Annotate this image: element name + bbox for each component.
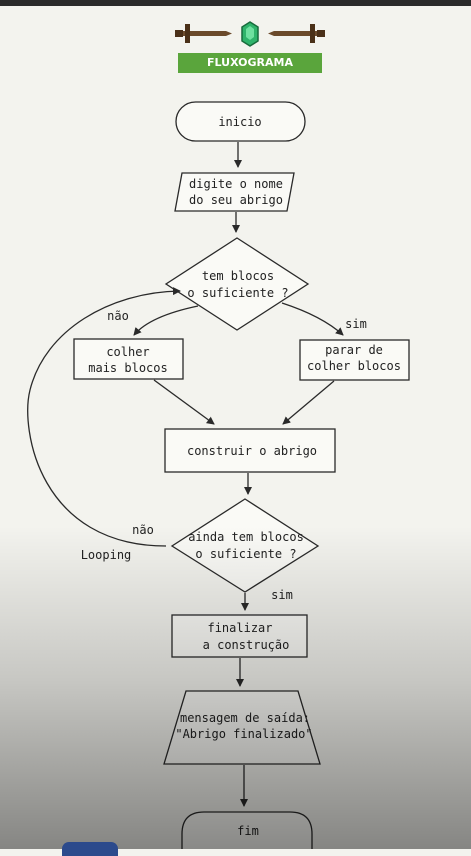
- no-label-2: não: [132, 523, 154, 537]
- input-label-2: do seu abrigo: [189, 193, 283, 207]
- input-node: [174, 172, 295, 212]
- collect-node: [73, 338, 184, 380]
- build-node: [164, 428, 336, 473]
- loop-arrow: [27, 287, 181, 547]
- start-node: [175, 101, 306, 142]
- decision-2-label-2: o suficiente ?: [195, 547, 296, 561]
- arrow: [281, 302, 344, 336]
- build-label: construir o abrigo: [187, 444, 317, 458]
- arrow: [153, 379, 215, 425]
- sword-icon: [268, 24, 325, 43]
- arrow: [133, 305, 199, 336]
- banner-title: FLUXOGRAMA: [178, 53, 322, 73]
- stop-label-2: colher blocos: [307, 359, 401, 373]
- loop-label: Looping: [81, 548, 132, 562]
- end-label: fim: [237, 824, 259, 838]
- yes-label-2: sim: [271, 588, 293, 602]
- partial-button: [62, 842, 118, 856]
- decision-2-label-1: ainda tem blocos: [188, 530, 304, 544]
- start-label: inicio: [218, 115, 261, 129]
- collect-label-2: mais blocos: [88, 361, 167, 375]
- arrow: [282, 380, 335, 425]
- output-label-2: "Abrigo finalizado": [175, 727, 312, 741]
- yes-label-1: sim: [345, 317, 367, 331]
- decision-node-2: [170, 498, 320, 593]
- output-label-1: mensagem de saída:: [180, 711, 310, 725]
- stop-label-1: parar de: [325, 343, 383, 357]
- top-bar: [0, 0, 471, 6]
- collect-label-1: colher: [106, 345, 149, 359]
- finish-node: [171, 614, 308, 658]
- stop-node: [299, 339, 410, 381]
- decision-1-label-2: o suficiente ?: [187, 286, 288, 300]
- output-node: [163, 690, 321, 765]
- emerald-icon: [241, 21, 259, 47]
- finish-label-2: a construção: [203, 638, 290, 652]
- end-node: [181, 811, 313, 849]
- no-label-1: não: [107, 309, 129, 323]
- decision-1-label-1: tem blocos: [202, 269, 274, 283]
- input-label-1: digite o nome: [189, 177, 283, 191]
- finish-label-1: finalizar: [207, 621, 272, 635]
- decision-node-1: [164, 237, 310, 331]
- sword-icon: [175, 24, 232, 43]
